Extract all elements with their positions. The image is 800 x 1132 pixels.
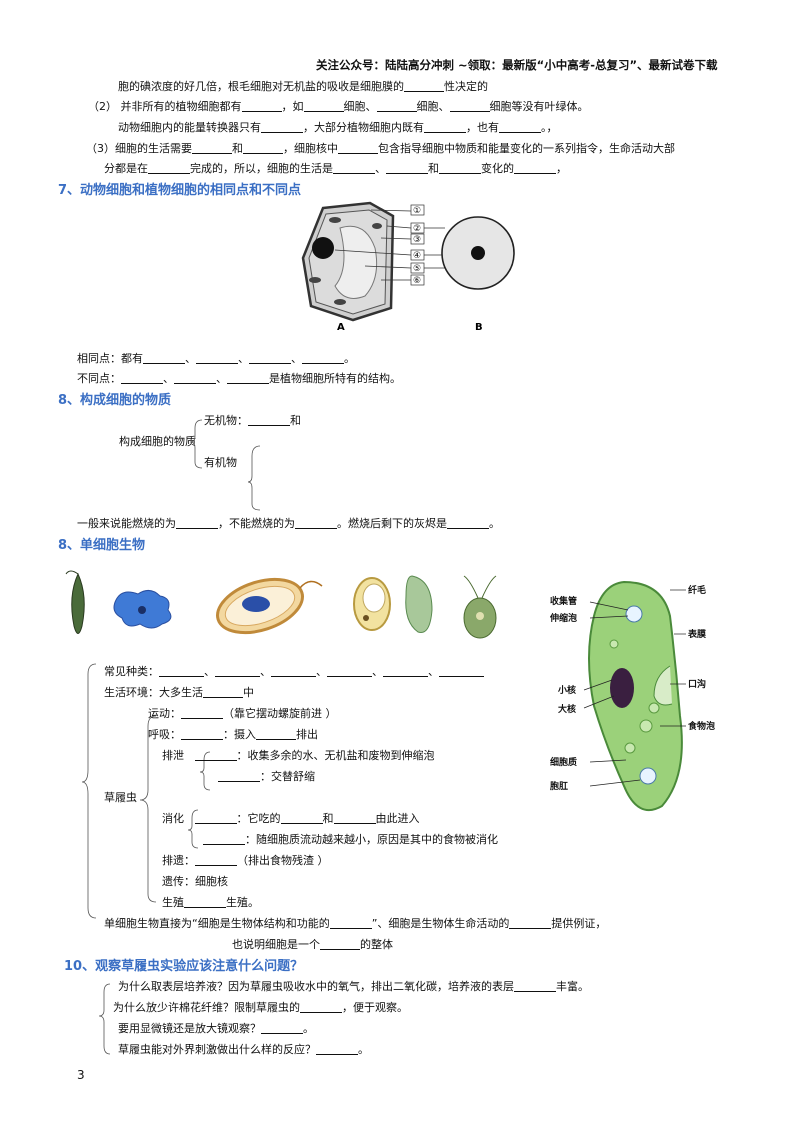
conclusion-line-2: 也说明细胞是一个的整体 (232, 938, 393, 951)
label-1: ① (413, 206, 421, 216)
reproduction-line: 生殖生殖。 (162, 896, 259, 909)
contractile-vacuole-bottom (639, 767, 657, 785)
label-cytoplasm: 细胞质 (550, 756, 577, 768)
brace-10 (98, 983, 111, 1055)
movement-line: 运动：（靠它摆动螺旋前进 ） (148, 707, 337, 720)
nucleus-a (312, 237, 334, 259)
text-line: （3）细胞的生活需要和，细胞核中包含指导细胞中物质和能量变化的一系列指令，生命活… (86, 142, 675, 155)
text-line: （2） 并非所有的植物细胞都有，如细胞、细胞、细胞等没有叶绿体。 (88, 100, 589, 113)
label-4: ④ (413, 251, 421, 261)
digestion-line-2: ：随细胞质流动越来越小，原因是其中的食物被消化 (203, 833, 498, 846)
organism-images (65, 570, 497, 639)
burning-line: 一般来说能燃烧的为，不能燃烧的为。燃烧后剩下的灰烬是。 (77, 517, 500, 530)
question-2: 为什么放少许棉花纤维？限制草履虫的，便于观察。 (113, 1001, 408, 1014)
nucleus-b (471, 246, 485, 260)
euglena-image (71, 572, 85, 634)
paramecium-body (588, 580, 683, 811)
question-4: 草履虫能对外界刺激做出什么样的反应？。 (118, 1043, 369, 1056)
section-title-8b: 8、单细胞生物 (58, 538, 146, 553)
label-anal-pore: 胞肛 (550, 780, 568, 792)
inorganic-line: 无机物：和 (204, 414, 301, 427)
text-line: 胞的碘浓度的好几倍，根毛细胞对无机盐的吸收是细胞膜的性决定的 (118, 80, 488, 93)
organic-label: 有机物 (204, 456, 237, 469)
green-cell-image (405, 575, 433, 634)
different-points: 不同点：、、是植物细胞所特有的结构。 (77, 372, 401, 385)
vacuole (334, 225, 378, 299)
text-line: 动物细胞内的能量转换器只有，大部分植物细胞内既有，也有。， (118, 121, 558, 134)
outline-braces (81, 663, 211, 919)
egestion-line: 排遗：（排出食物残渣 ） (162, 854, 329, 867)
label-contractile-vacuole: 伸缩泡 (550, 612, 577, 624)
label-food-vacuole: 食物泡 (687, 720, 715, 732)
question-1: 为什么取表层培养液？因为草履虫吸收水中的氧气，排出二氧化碳，培养液的表层丰富。 (118, 980, 589, 993)
heredity-line: 遗传：细胞核 (162, 875, 228, 888)
label-micronucleus: 小核 (557, 684, 576, 696)
label-oral-groove: 口沟 (688, 678, 706, 690)
section-title-8a: 8、构成细胞的物质 (58, 393, 172, 408)
section-title-10: 10、观察草履虫实验应该注意什么问题？ (64, 959, 304, 974)
label-5: ⑤ (413, 264, 421, 274)
label-2: ② (413, 224, 421, 234)
habitat-line: 生活环境：大多生活中 (104, 686, 254, 699)
caption-b: B (475, 322, 483, 333)
excretion-line-1: 排泄 ：收集多余的水、无机盐和废物到伸缩泡 (162, 749, 435, 762)
brace-lines (190, 419, 261, 511)
question-3: 要用显微镜还是放大镜观察？。 (118, 1022, 314, 1035)
excretion-line-2: ：交替舒缩 (218, 770, 315, 783)
same-points: 相同点：都有、、、。 (77, 352, 355, 365)
paramecium-diagram: 纤毛 收集管 伸缩泡 表膜 口沟 小核 大核 食物泡 细胞质 胞肛 (550, 580, 715, 811)
substance-root: 构成细胞的物质 (119, 435, 196, 448)
label-cilia: 纤毛 (688, 584, 706, 596)
label-6: ⑥ (413, 276, 421, 286)
label-macronucleus: 大核 (558, 703, 576, 715)
section-title-7: 7、动物细胞和植物细胞的相同点和不同点 (58, 183, 302, 198)
breathing-line: 呼吸：：摄入排出 (148, 728, 318, 741)
contractile-vacuole-top (625, 605, 643, 623)
page-number: 3 (77, 1068, 85, 1082)
label-3: ③ (413, 235, 421, 245)
digestion-line-1: 消化 ：它吃的和由此进入 (162, 812, 420, 825)
page-header: 关注公众号：陆陆高分冲刺 ~领取：最新版“小中高考-总复习”、最新试卷下载 (316, 58, 718, 72)
label-pellicle: 表膜 (687, 628, 707, 640)
conclusion-line-1: 单细胞生物直接为“细胞是生物体结构和功能的”、细胞是生物体生命活动的提供例证， (104, 917, 607, 930)
caption-a: A (337, 322, 345, 333)
cell-diagram: ① ② ③ ④ ⑤ ⑥ A B (301, 201, 515, 333)
paramecium-label: 草履虫 (104, 791, 137, 804)
common-types-line: 常见种类：、、、、、 (104, 665, 484, 678)
text-line: 分都是在完成的，所以，细胞的生活是、和变化的， (104, 162, 567, 175)
label-collecting-tube: 收集管 (550, 595, 577, 607)
macronucleus (610, 668, 634, 708)
